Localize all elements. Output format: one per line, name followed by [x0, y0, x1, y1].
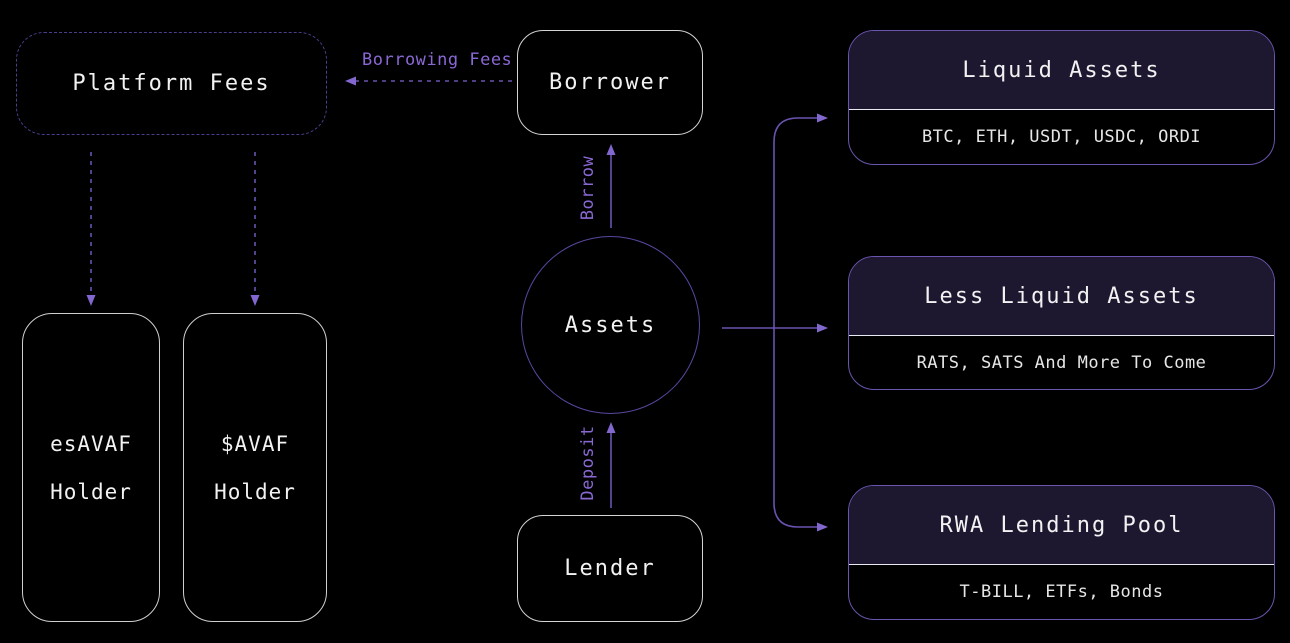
lender-label: Lender	[564, 556, 656, 581]
borrowing-fees-arrow	[345, 76, 512, 86]
liquid-assets-items: BTC, ETH, USDT, USDC, ORDI	[921, 127, 1202, 147]
less-liquid-assets-header: Less Liquid Assets	[849, 257, 1274, 336]
liquid-assets-header: Liquid Assets	[849, 31, 1274, 110]
lender-node: Lender	[517, 515, 703, 622]
deposit-label: Deposit	[578, 425, 598, 501]
esavaf-holder-node: esAVAF Holder	[22, 313, 160, 622]
deposit-arrow	[606, 422, 616, 508]
borrow-arrow	[606, 144, 616, 228]
rwa-lending-pool-body: T-BILL, ETFs, Bonds	[849, 565, 1274, 619]
liquid-assets-panel: Liquid Assets BTC, ETH, USDT, USDC, ORDI	[848, 30, 1275, 165]
less-liquid-assets-panel: Less Liquid Assets RATS, SATS And More T…	[848, 256, 1275, 390]
liquid-assets-title: Liquid Assets	[962, 57, 1161, 83]
avaf-holder-node: $AVAF Holder	[183, 313, 327, 622]
platform-fees-node: Platform Fees	[16, 32, 327, 135]
fees-to-esavaf-arrow	[86, 152, 96, 306]
rwa-lending-pool-header: RWA Lending Pool	[849, 486, 1274, 565]
esavaf-holder-line1: esAVAF	[50, 431, 132, 456]
assets-to-panels-connector	[722, 113, 828, 532]
less-liquid-assets-title: Less Liquid Assets	[924, 283, 1199, 309]
rwa-lending-pool-items: T-BILL, ETFs, Bonds	[959, 582, 1164, 602]
avaf-holder-line1: $AVAF	[220, 431, 290, 456]
borrow-label: Borrow	[578, 155, 598, 221]
borrower-node: Borrower	[517, 30, 703, 135]
rwa-lending-pool-title: RWA Lending Pool	[939, 512, 1184, 538]
borrowing-fees-label: Borrowing Fees	[362, 50, 513, 70]
less-liquid-assets-body: RATS, SATS And More To Come	[849, 336, 1274, 389]
less-liquid-assets-items: RATS, SATS And More To Come	[916, 353, 1207, 373]
liquid-assets-body: BTC, ETH, USDT, USDC, ORDI	[849, 110, 1274, 164]
platform-fees-label: Platform Fees	[72, 71, 271, 96]
rwa-lending-pool-panel: RWA Lending Pool T-BILL, ETFs, Bonds	[848, 485, 1275, 620]
esavaf-holder-line2: Holder	[50, 479, 132, 504]
fees-to-avaf-arrow	[250, 152, 260, 306]
assets-node: Assets	[521, 236, 700, 414]
assets-label: Assets	[564, 312, 657, 338]
borrower-label: Borrower	[549, 70, 671, 95]
avaf-holder-line2: Holder	[214, 479, 296, 504]
